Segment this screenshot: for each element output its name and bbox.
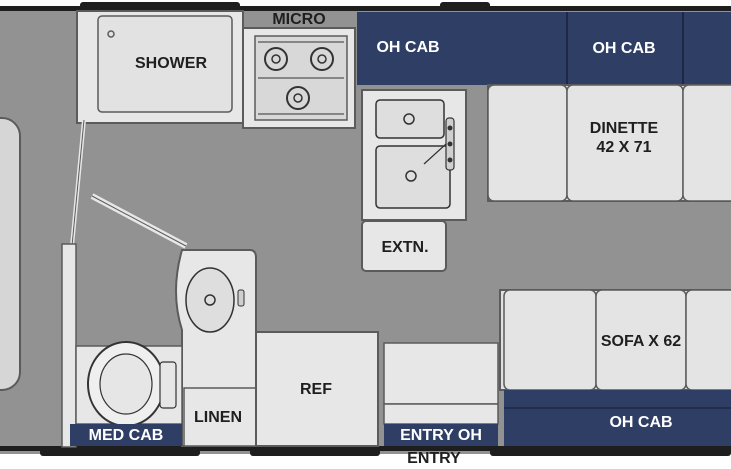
galley-oh-cabinet — [357, 12, 488, 85]
oh-cab-galley-label: OH CAB — [376, 39, 440, 56]
shower-pan — [97, 15, 233, 113]
shower-drain-icon — [107, 30, 115, 38]
burner-icon — [271, 54, 281, 64]
drain-icon — [405, 170, 417, 182]
lavatory-basin — [185, 267, 235, 333]
shower-label: SHOWER — [135, 55, 207, 72]
top-wall — [0, 6, 731, 11]
drain-icon — [204, 294, 216, 306]
entry-counter — [383, 342, 499, 405]
micro-label: MICRO — [272, 11, 326, 28]
bathroom-door-outline — [91, 195, 187, 247]
burner-icon — [310, 47, 334, 71]
entry-step — [383, 403, 499, 425]
stove-grate-lines — [258, 41, 344, 115]
top-window-right — [440, 2, 490, 10]
extension-label: EXTN. — [381, 239, 429, 256]
extension-counter — [361, 220, 447, 272]
bottom-window-left — [40, 448, 200, 456]
faucet-knob-icon — [447, 157, 453, 163]
drain-icon — [403, 113, 415, 125]
sofa-oh-cabinet — [504, 390, 731, 446]
toilet-tank — [159, 361, 177, 409]
toilet-seat — [99, 353, 153, 415]
burner-icon — [264, 47, 288, 71]
faucet-spout-icon — [423, 143, 447, 165]
front-cab-outline — [0, 117, 21, 391]
burner-icon — [293, 93, 303, 103]
refrigerator — [255, 331, 379, 447]
oh-cab-sofa-label: OH CAB — [609, 414, 673, 431]
dinette-bench-left — [487, 84, 568, 202]
entry-label: ENTRY — [407, 450, 461, 467]
sofa-label: SOFA X 62 — [600, 333, 682, 350]
faucet-knob-icon — [447, 125, 453, 131]
burner-icon — [286, 86, 310, 110]
sink-basin-upper — [375, 99, 445, 139]
bottom-window-mid — [250, 448, 380, 456]
entry-oh-cabinet — [384, 424, 498, 446]
bottom-window-right — [490, 448, 731, 456]
sink-basin-lower — [375, 145, 451, 209]
faucet-knob-icon — [447, 141, 453, 147]
top-window-left — [80, 2, 240, 10]
dinette-oh-cabinet — [488, 12, 731, 85]
lav-faucet-icon — [237, 289, 245, 307]
dinette-label: DINETTE — [589, 120, 659, 137]
bathroom-wall-post — [61, 243, 77, 448]
dinette-bench-right — [682, 84, 731, 202]
sofa-cushion — [503, 289, 597, 391]
burner-icon — [317, 54, 327, 64]
med-cabinet — [70, 424, 182, 446]
ref-label: REF — [300, 381, 332, 398]
oh-cab-dinette-label: OH CAB — [592, 40, 656, 57]
med-cab-label: MED CAB — [88, 427, 164, 444]
sofa-cushion — [685, 289, 731, 391]
bathroom-wall — [71, 119, 85, 247]
entry-oh-label: ENTRY OH — [400, 427, 482, 444]
linen-label: LINEN — [194, 409, 242, 426]
dinette-size-label: 42 X 71 — [596, 139, 652, 156]
